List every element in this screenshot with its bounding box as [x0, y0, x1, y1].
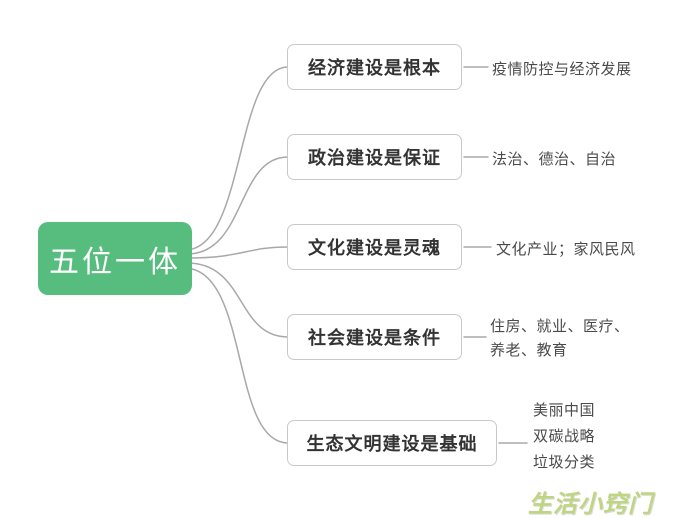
root-node: 五位一体: [38, 222, 192, 295]
leaf-line: 养老、教育: [490, 342, 568, 359]
branch-node-ecology: 生态文明建设是基础: [287, 420, 497, 466]
branch-label: 政治建设是保证: [308, 148, 441, 168]
leaf-line: 法治、德治、自治: [492, 151, 617, 168]
leaf-line: 双碳战略: [533, 428, 596, 445]
leaf-text-culture: 文化产业；家风民风: [496, 238, 636, 262]
leaf-text-politics: 法治、德治、自治: [492, 148, 616, 172]
watermark-text: 生活小窍门: [528, 491, 653, 518]
branch-node-society: 社会建设是条件: [287, 314, 462, 360]
root-node-label: 五位一体: [49, 245, 181, 279]
leaf-text-ecology: 美丽中国 双碳战略 垃圾分类: [533, 398, 595, 476]
leaf-text-economy: 疫情防控与经济发展: [492, 58, 632, 82]
leaf-line: 疫情防控与经济发展: [492, 61, 632, 78]
branch-label: 文化建设是灵魂: [308, 238, 441, 258]
branch-node-culture: 文化建设是灵魂: [287, 224, 462, 270]
watermark-logo: 生活小窍门: [528, 484, 678, 519]
leaf-line: 美丽中国: [533, 402, 596, 419]
branch-node-economy: 经济建设是根本: [287, 44, 462, 90]
leaf-line: 住房、就业、医疗、: [490, 318, 630, 335]
branch-label: 社会建设是条件: [308, 328, 441, 348]
leaf-line: 文化产业；家风民风: [496, 241, 636, 258]
branch-label: 生态文明建设是基础: [306, 434, 478, 454]
branch-node-politics: 政治建设是保证: [287, 134, 462, 180]
leaf-line: 垃圾分类: [533, 454, 596, 471]
leaf-text-society: 住房、就业、医疗、 养老、教育: [490, 315, 630, 363]
branch-label: 经济建设是根本: [308, 58, 441, 78]
